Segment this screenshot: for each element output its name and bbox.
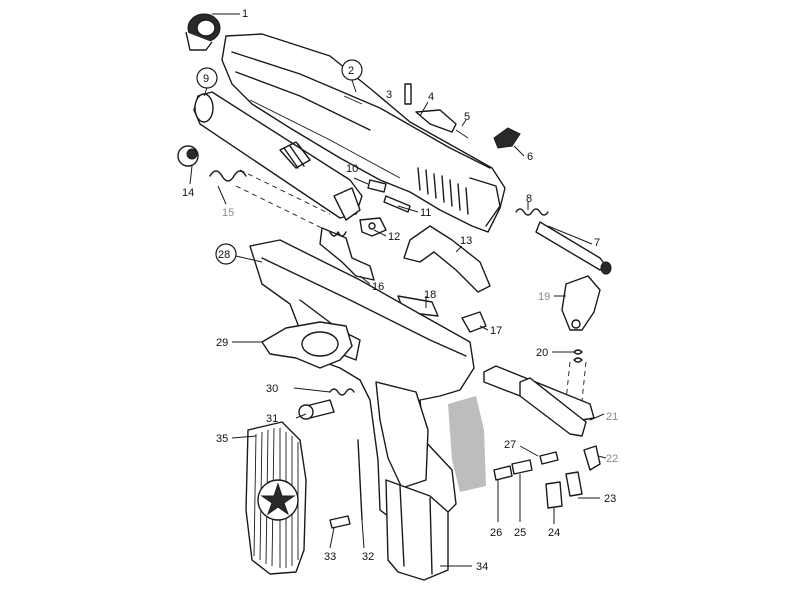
label-26: 26 [490,527,502,539]
label-34: 34 [476,561,488,573]
leader-lines [189,13,607,567]
label-12: 12 [388,231,400,243]
small-parts-top [177,83,612,333]
frame-part [249,239,486,529]
label-5: 5 [464,111,470,123]
label-18: 18 [424,289,436,301]
label-22: 22 [606,453,618,465]
grip-panel-part [245,421,307,575]
label-30: 30 [266,383,278,395]
label-32: 32 [362,551,374,563]
label-16: 16 [372,281,384,293]
label-2: 2 [348,65,354,77]
slide-part [221,33,506,233]
label-8: 8 [526,193,532,205]
label-3: 3 [386,89,392,101]
hammer-group-part [298,275,601,529]
label-1: 1 [242,8,248,20]
label-29: 29 [216,337,228,349]
label-circle-28 [215,243,237,265]
label-24: 24 [548,527,560,539]
label-19: 19 [538,291,550,303]
label-10: 10 [346,163,358,175]
label-4: 4 [428,91,434,103]
label-33: 33 [324,551,336,563]
label-28: 28 [218,249,230,261]
magazine-part [385,479,449,581]
label-35: 35 [216,433,228,445]
barrel-bushing-part [185,13,221,51]
label-9: 9 [203,73,209,85]
label-27: 27 [504,439,516,451]
barrel-part [193,91,363,221]
label-21: 21 [606,411,618,423]
label-13: 13 [460,235,472,247]
label-14: 14 [182,187,194,199]
label-7: 7 [594,237,600,249]
label-15: 15 [222,207,234,219]
label-31: 31 [266,413,278,425]
label-20: 20 [536,347,548,359]
label-17: 17 [490,325,502,337]
label-25: 25 [514,527,526,539]
part-labels: 1 2 3 4 5 6 7 8 9 10 11 12 13 14 15 16 1… [182,8,618,573]
label-11: 11 [420,207,431,219]
label-6: 6 [527,151,533,163]
label-23: 23 [604,493,616,505]
